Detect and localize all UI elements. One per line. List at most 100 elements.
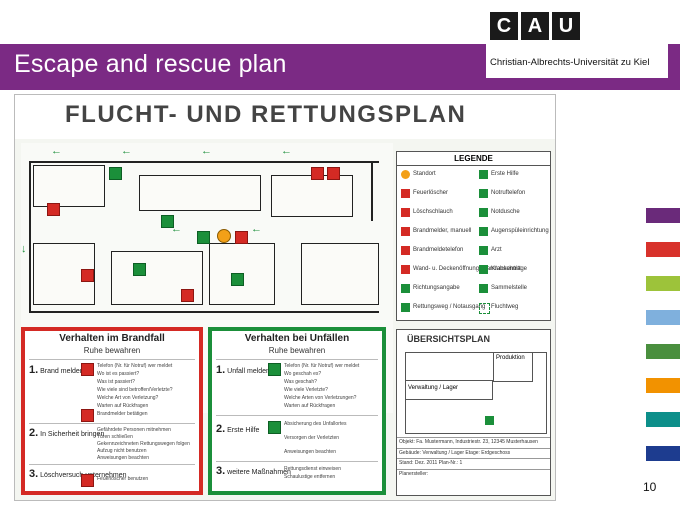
accident-detail: Warten auf Rückfragen xyxy=(284,403,336,409)
escape-path-icon xyxy=(479,303,490,314)
room xyxy=(139,175,261,211)
color-bar xyxy=(646,310,680,325)
emergency-shower-icon xyxy=(479,208,488,217)
color-bar xyxy=(646,378,680,393)
escape-arrow-icon: ← xyxy=(281,145,292,157)
first-aid-icon xyxy=(268,421,281,434)
fire-detail: Feuerlöscher benutzen xyxy=(97,476,149,482)
floor-plan: ← ← ← ← ← ← ↓ xyxy=(21,143,393,413)
accident-heading: Verhalten bei Unfällen xyxy=(244,333,350,344)
color-bar xyxy=(646,344,680,359)
color-bar xyxy=(646,446,680,461)
emergency-phone-icon xyxy=(268,363,281,376)
fire-alarm-icon xyxy=(327,167,340,180)
room xyxy=(33,243,95,305)
fire-detail: Warten auf Rückfragen xyxy=(97,403,149,409)
direction-arrow-icon xyxy=(401,284,410,293)
accident-detail: Was geschah? xyxy=(284,379,317,385)
plan-title: FLUCHT- UND RETTUNGSPLAN xyxy=(65,101,467,128)
overview-building: Produktion xyxy=(493,352,533,382)
color-bar xyxy=(646,412,680,427)
fire-hose-icon xyxy=(401,208,410,217)
escape-arrow-icon: ← xyxy=(121,145,132,157)
room xyxy=(301,243,379,305)
accident-subheading: Ruhe bewahren xyxy=(268,346,326,355)
room xyxy=(33,165,105,207)
legend-item: Notdusche xyxy=(491,209,520,215)
plan-header: FLUCHT- UND RETTUNGSPLAN xyxy=(15,95,555,139)
accident-step: 2. Erste Hilfe xyxy=(216,423,260,435)
plan-info-table: Objekt: Fa. Mustermann, Industriestr. 23… xyxy=(397,437,550,479)
fire-extinguisher-icon xyxy=(81,474,94,487)
legend-item: Feuerlöscher xyxy=(413,190,449,196)
legend-item: Krankentrage xyxy=(491,266,528,272)
legend-item: Löschschlauch xyxy=(413,209,453,215)
doctor-icon xyxy=(479,246,488,255)
fire-alarm-icon xyxy=(81,409,94,422)
legend-item: Augenspüleinrichtung xyxy=(491,228,549,234)
fire-phone-icon xyxy=(81,363,94,376)
legend-item: Rettungsweg / Notausgang xyxy=(413,304,486,310)
accident-step: 3. weitere Maßnahmen xyxy=(216,465,291,477)
accident-detail: Wie viele Verletzte? xyxy=(284,387,328,393)
info-row: Objekt: Fa. Mustermann, Industriestr. 23… xyxy=(397,437,550,448)
stretcher-icon xyxy=(479,265,488,274)
slide-header: Escape and rescue plan C A U Christian-A… xyxy=(0,0,680,90)
fire-alarm-icon xyxy=(81,269,94,282)
fire-detail: Gekennzeichneten Rettungswegen folgen xyxy=(97,441,190,447)
fire-detail: Was ist passiert? xyxy=(97,379,135,385)
info-row: Gebäude: Verwaltung / Lager Etage: Erdge… xyxy=(397,447,550,459)
first-aid-icon xyxy=(479,170,488,179)
eyewash-icon xyxy=(479,227,488,236)
escape-arrow-icon: ← xyxy=(251,223,262,235)
logo-letter-a: A xyxy=(521,12,549,40)
info-row: Planersteller: xyxy=(397,468,550,480)
legend: LEGENDE Standort Feuerlöscher Löschschla… xyxy=(396,151,551,321)
color-bar xyxy=(646,208,680,223)
emergency-exit-icon xyxy=(197,231,210,244)
fire-door-icon xyxy=(401,265,410,274)
overview-label: Verwaltung / Lager xyxy=(408,385,459,391)
fire-heading: Verhalten im Brandfall xyxy=(59,333,165,344)
you-are-here-icon xyxy=(217,229,231,243)
emergency-phone-icon xyxy=(479,189,488,198)
fire-detail: Gefährdete Personen mitnehmen xyxy=(97,427,171,433)
escape-arrow-icon: ← xyxy=(51,145,62,157)
escape-arrow-icon: ↓ xyxy=(21,243,27,255)
accident-detail: Absicherung des Unfallortes xyxy=(284,421,347,427)
accident-detail: Telefon (Nr. für Notruf) wer meldet xyxy=(284,363,360,369)
logo-letter-u: U xyxy=(552,12,580,40)
fire-detail: Türen schließen xyxy=(97,434,133,440)
legend-item: Standort xyxy=(413,171,436,177)
fire-alarm-icon xyxy=(401,227,410,236)
fire-detail: Aufzug nicht benutzen xyxy=(97,448,147,454)
first-aid-icon xyxy=(133,263,146,276)
fire-subheading: Ruhe bewahren xyxy=(83,346,141,355)
legend-item: Brandmeldetelefon xyxy=(413,247,464,253)
accident-detail: Welche Arten von Verletzungen? xyxy=(284,395,357,401)
color-bar xyxy=(646,276,680,291)
legend-item: Wand- u. Deckenöffnung Brandabschnitt xyxy=(413,266,521,272)
fire-extinguisher-icon xyxy=(401,189,410,198)
accident-instructions: Verhalten bei Unfällen Ruhe bewahren 1. … xyxy=(208,327,386,495)
color-bars xyxy=(646,0,680,510)
fire-step: 2. In Sicherheit bringen xyxy=(29,427,105,439)
color-bar xyxy=(646,242,680,257)
assembly-point-icon xyxy=(485,416,494,425)
emergency-exit-icon xyxy=(161,215,174,228)
overview-label: Produktion xyxy=(496,355,525,361)
page-number: 10 xyxy=(643,480,657,494)
fire-detail: Anweisungen beachten xyxy=(97,455,149,461)
assembly-point-icon xyxy=(479,284,488,293)
logo-letter-c: C xyxy=(490,12,518,40)
escape-route-icon xyxy=(401,303,410,312)
fire-extinguisher-icon xyxy=(235,231,248,244)
legend-item: Brandmelder, manuell xyxy=(413,228,472,234)
fire-step: 1. Brand melden xyxy=(29,364,84,376)
legend-item: Notruftelefon xyxy=(491,190,526,196)
fire-instructions: Verhalten im Brandfall Ruhe bewahren 1. … xyxy=(21,327,203,495)
fire-detail: Brandmelder betätigen xyxy=(97,411,148,417)
emergency-exit-icon xyxy=(109,167,122,180)
info-row: Stand: Dez. 2011 Plan-Nr.: 1 xyxy=(397,458,550,469)
fire-detail: Welche Art von Verletzung? xyxy=(97,395,159,401)
